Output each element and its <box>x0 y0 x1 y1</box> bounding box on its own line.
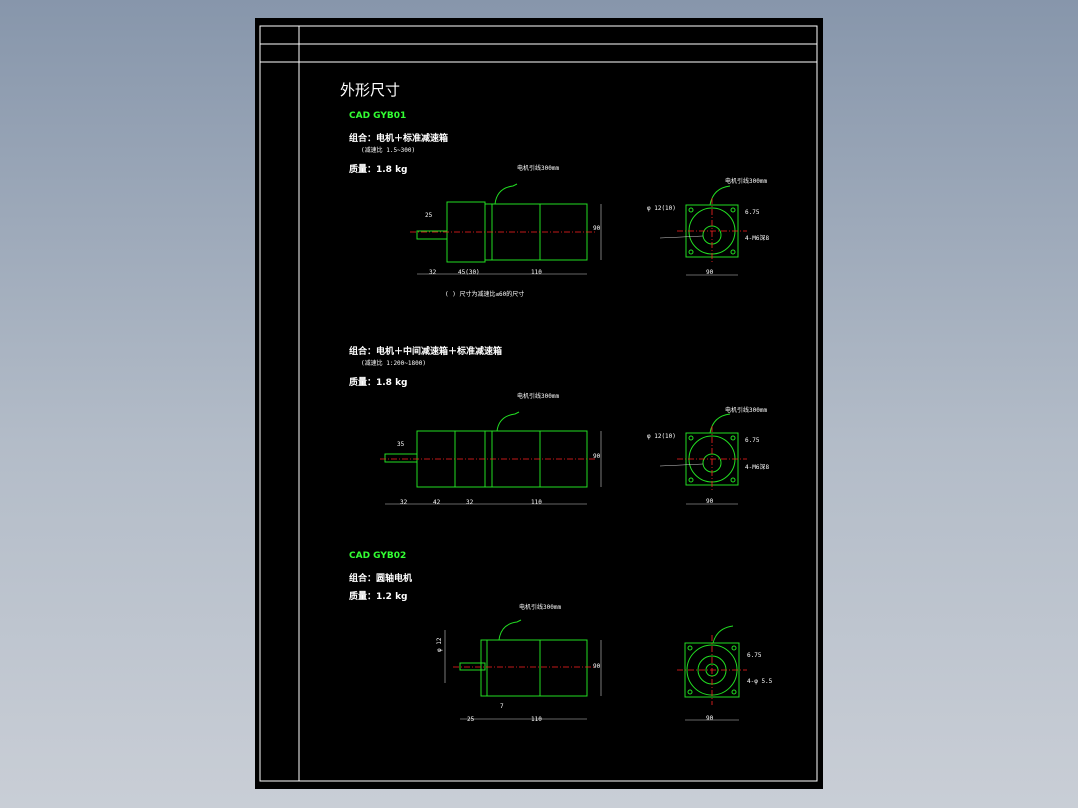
side-view-2 <box>380 411 602 505</box>
side-label-1: 6.75 <box>745 209 760 216</box>
side-label-3: 6.75 <box>747 652 762 659</box>
hole-label-3: 4-φ 5.5 <box>747 678 773 685</box>
dim-motor-3: 110 <box>531 716 542 723</box>
front-view-1 <box>659 185 747 276</box>
motor-flange-plate <box>480 639 488 697</box>
dim-shaft-3: 25 <box>467 716 475 723</box>
section1-note: ( ) 尺寸为减速比≤60的尺寸 <box>445 290 524 298</box>
dim-base-2: 32 <box>400 499 408 506</box>
leader-line <box>659 235 704 239</box>
mount-hole <box>687 645 693 651</box>
section2-combo: 组合：电机＋中间减速箱＋标准减速箱 <box>349 345 502 357</box>
cable-lead <box>494 183 518 205</box>
front-view-2 <box>659 413 747 505</box>
section3-weight: 质量：1.2 kg <box>349 590 408 602</box>
leader-line <box>659 463 704 467</box>
side-view-1 <box>410 183 602 275</box>
square-label-3: 90 <box>706 715 714 722</box>
cable-label-2b: 电机引线300mm <box>725 406 767 414</box>
mount-hole <box>688 207 694 213</box>
motor-body <box>486 639 588 697</box>
cable-lead <box>709 413 731 434</box>
section1-combo: 组合：电机＋标准减速箱 <box>349 132 448 144</box>
mount-hole <box>730 249 736 255</box>
side-label-2: 6.75 <box>745 437 760 444</box>
mount-hole <box>730 435 736 441</box>
dim-shaft-1: 25 <box>425 212 433 219</box>
output-shaft <box>384 453 418 463</box>
mount-hole <box>730 477 736 483</box>
front-view-3 <box>677 625 747 721</box>
sheet-title: 外形尺寸 <box>340 81 400 99</box>
section1-ratio: (减速比 1.5~300) <box>361 146 415 154</box>
dim-gear-2: 32 <box>466 499 474 506</box>
dim-motor-1: 110 <box>531 269 542 276</box>
dim-gear-1: 45(30) <box>458 269 480 276</box>
dim-motor-2: 110 <box>531 499 542 506</box>
cable-lead <box>712 625 734 644</box>
bolt-label-1: 4-M6深8 <box>745 234 769 242</box>
dim-height-3: 90 <box>593 663 601 670</box>
mount-hole <box>687 689 693 695</box>
dim-base-1: 32 <box>429 269 437 276</box>
mount-hole <box>731 645 737 651</box>
cable-lead <box>496 411 520 432</box>
cable-label-2: 电机引线300mm <box>517 392 559 400</box>
square-label-2: 90 <box>706 498 714 505</box>
bore-label-2: φ 12(10) <box>647 433 676 440</box>
bore-label-1: φ 12(10) <box>647 205 676 212</box>
section3-combo: 组合：圆轴电机 <box>349 572 412 584</box>
dim-height-2: 90 <box>593 453 601 460</box>
mount-hole <box>731 689 737 695</box>
cable-lead <box>498 619 522 641</box>
dim-step-3: 7 <box>500 703 504 710</box>
dim-mid-2: 42 <box>433 499 441 506</box>
bolt-label-2: 4-M6深8 <box>745 463 769 471</box>
model-label-1: CAD GYB01 <box>349 111 406 121</box>
section1-weight: 质量：1.8 kg <box>349 163 408 175</box>
cable-label-3: 电机引线300mm <box>519 603 561 611</box>
mount-hole <box>688 477 694 483</box>
dim-height-1: 90 <box>593 225 601 232</box>
drawing-sheet: 外形尺寸 CAD GYB01 组合：电机＋标准减速箱 (减速比 1.5~300)… <box>255 18 823 789</box>
section2-weight: 质量：1.8 kg <box>349 376 408 388</box>
sheet-border <box>259 25 818 782</box>
cable-label-1: 电机引线300mm <box>517 164 559 172</box>
cable-label-1b: 电机引线300mm <box>725 177 767 185</box>
mount-hole <box>688 435 694 441</box>
output-shaft <box>459 662 486 671</box>
cable-lead <box>709 185 731 206</box>
mount-hole <box>730 207 736 213</box>
mount-hole <box>688 249 694 255</box>
bore-label-3: φ 12 <box>436 637 443 652</box>
section2-ratio: (减速比 1:200~1800) <box>361 359 426 367</box>
dim-shaft-2: 35 <box>397 441 405 448</box>
model-label-2: CAD GYB02 <box>349 551 406 561</box>
side-view-3 <box>444 619 602 720</box>
square-label-1: 90 <box>706 269 714 276</box>
